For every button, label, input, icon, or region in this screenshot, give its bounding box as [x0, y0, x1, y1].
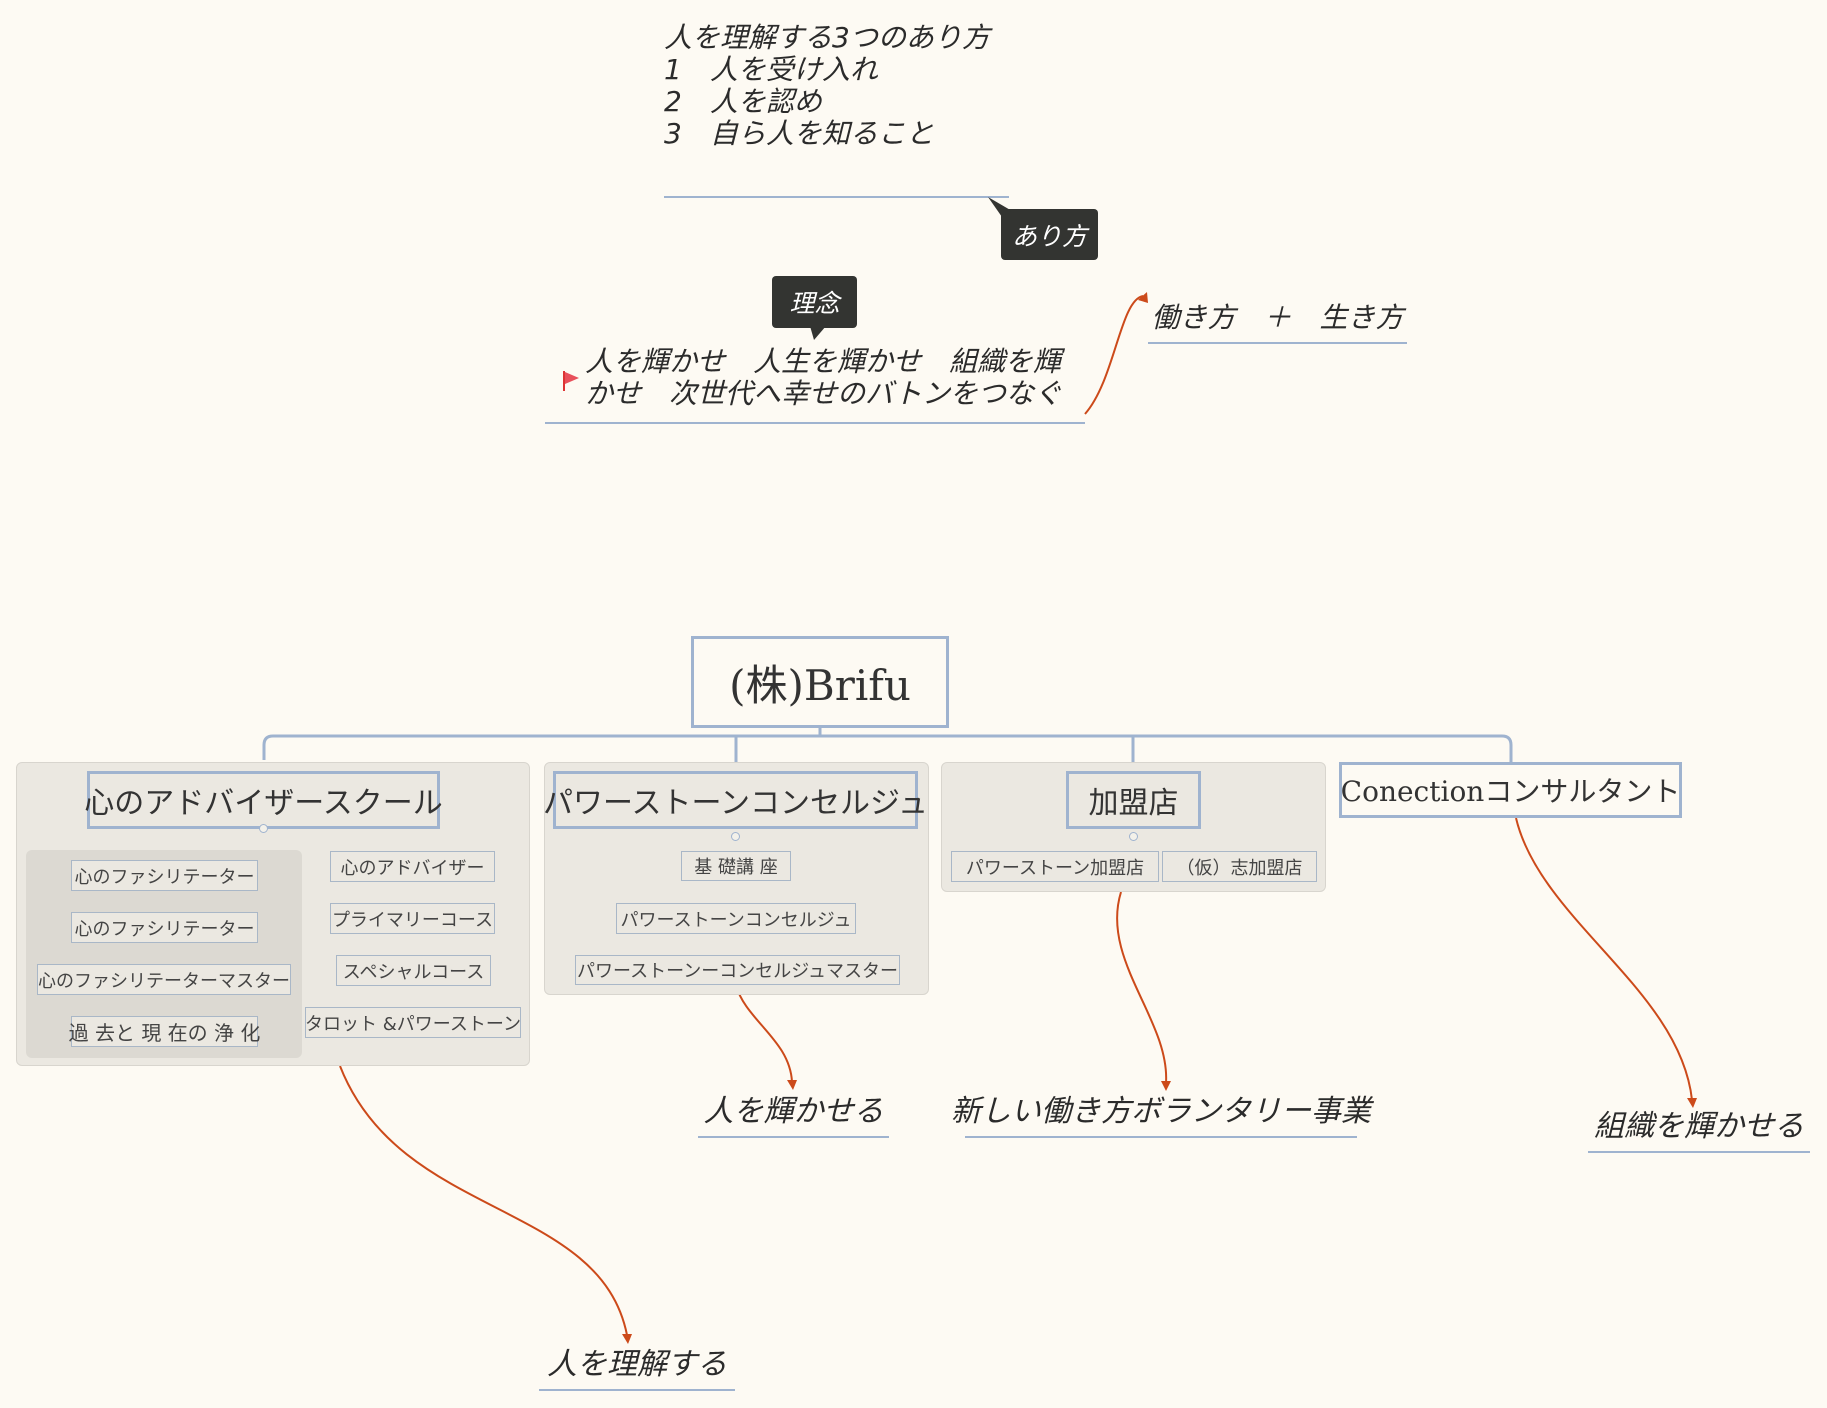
principle-note[interactable]: 人を輝かせ 人生を輝かせ 組織を輝かせ 次世代へ幸せのバトンをつなぐ [545, 346, 1085, 424]
arrow-head [1138, 292, 1148, 303]
arrow-head [622, 1334, 632, 1344]
shine-org-topic[interactable]: 組織を輝かせる [1588, 1099, 1810, 1153]
root-topic[interactable]: (株)Brifu [691, 636, 949, 728]
powerstone-item[interactable]: パワーストーンコンセルジュ [616, 903, 856, 934]
philosophy-line: 人を理解する3つのあり方 [664, 21, 990, 54]
franchise-item[interactable]: パワーストーン加盟店 [951, 851, 1159, 882]
arrow-head [787, 1080, 797, 1090]
powerstone-item[interactable]: 基 礎講 座 [681, 851, 791, 881]
facilitator-item[interactable]: 心のファシリテーターマスター [37, 964, 291, 995]
advisor-item[interactable]: 心のアドバイザー [330, 851, 495, 882]
franchise-item[interactable]: （仮）志加盟店 [1162, 851, 1317, 882]
facilitator-item[interactable]: 過 去と 現 在の 浄 化 [69, 1016, 260, 1047]
root-branch-line [262, 734, 1513, 762]
relation-work-life [1084, 295, 1144, 415]
work-life-note[interactable]: 働き方 ＋ 生き方 [1148, 290, 1407, 344]
new-work-topic[interactable]: 新しい働き方ボランタリー事業 [951, 1082, 1371, 1138]
consultant-topic[interactable]: Conectionコンサルタント [1339, 762, 1682, 818]
collapse-icon[interactable] [259, 824, 268, 833]
flag-icon [563, 371, 579, 391]
principle-callout[interactable]: 理念 [772, 276, 857, 328]
philosophy-callout[interactable]: あり方 [1001, 209, 1098, 260]
collapse-icon[interactable] [1129, 832, 1138, 841]
relation-understand [339, 1065, 628, 1336]
philosophy-line: 3 自ら人を知ること [664, 117, 934, 150]
franchise-topic[interactable]: 加盟店 [1066, 771, 1201, 829]
advisor-item[interactable]: プライマリーコース [330, 903, 495, 934]
callout-tail [988, 197, 1012, 217]
arrow-head [1687, 1098, 1697, 1108]
shine-people-topic[interactable]: 人を輝かせる [698, 1082, 889, 1138]
facilitator-item[interactable]: 心のファシリテーター [71, 912, 258, 943]
relation-shine-org [1515, 817, 1693, 1101]
collapse-icon[interactable] [731, 832, 740, 841]
callout-tail [810, 326, 826, 340]
philosophy-line: 1 人を受け入れ [664, 53, 878, 86]
relation-new-work [1116, 891, 1168, 1084]
principle-text: 人を輝かせ 人生を輝かせ 組織を輝かせ 次世代へ幸せのバトンをつなぐ [585, 345, 1062, 410]
school-topic[interactable]: 心のアドバイザースクール [84, 771, 443, 829]
powerstone-topic[interactable]: パワーストーンコンセルジュ [543, 771, 928, 829]
advisor-item[interactable]: タロット &パワーストーン [305, 1007, 521, 1038]
philosophy-line: 2 人を認め [664, 85, 822, 118]
arrow-head [1161, 1081, 1171, 1091]
advisor-item[interactable]: スペシャルコース [336, 955, 491, 986]
facilitator-item[interactable]: 心のファシリテーター [71, 860, 258, 891]
philosophy-note[interactable]: 人を理解する3つのあり方 1 人を受け入れ 2 人を認め 3 自ら人を知ること [664, 22, 1009, 198]
understand-topic[interactable]: 人を理解する [539, 1337, 735, 1391]
relation-shine-people [735, 984, 793, 1083]
powerstone-item[interactable]: パワーストーンーコンセルジュマスター [575, 955, 900, 985]
